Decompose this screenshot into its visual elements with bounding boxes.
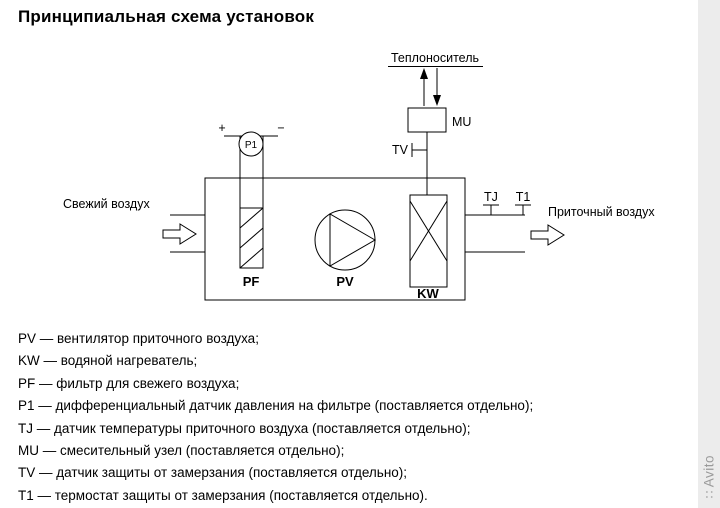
legend-item-kw: KW — водяной нагреватель; <box>18 353 198 369</box>
p1-minus-sign: − <box>277 121 284 135</box>
supply-air-label: Приточный воздух <box>548 205 655 219</box>
legend: PV — вентилятор приточного воздуха; KW —… <box>18 328 533 507</box>
legend-item-pf: PF — фильтр для свежего воздуха; <box>18 375 240 391</box>
fan-circle <box>314 209 376 271</box>
legend-item-mu: MU — смесительный узел (поставляется отд… <box>18 442 345 458</box>
p1-label: P1 <box>245 140 258 151</box>
filter-hatch-1 <box>239 207 264 229</box>
legend-item-pv: PV — вентилятор приточного воздуха; <box>18 331 259 346</box>
fan-triangle <box>329 213 376 267</box>
filter-hatch-3 <box>239 247 264 269</box>
pv-label: PV <box>336 274 354 289</box>
t1-label: T1 <box>516 190 531 204</box>
legend-item-tj: TJ — датчик температуры приточного возду… <box>18 420 471 436</box>
fresh-air-label: Свежий воздух <box>63 197 150 211</box>
page-title: Принципиальная схема установок <box>18 7 315 26</box>
tj-label: TJ <box>484 190 498 204</box>
legend-item-p1: P1 — дифференциальный датчик давления на… <box>18 398 534 414</box>
p1-gauge <box>238 131 264 157</box>
schematic-diagram: Теплоноситель MU TV Свежий воздух PF P1 … <box>63 51 655 301</box>
mu-label: MU <box>452 115 471 129</box>
kw-label: KW <box>417 286 439 301</box>
unit-enclosure <box>204 177 466 301</box>
mu-box <box>407 107 447 133</box>
avito-logo-icon: ∷ <box>702 489 717 498</box>
heater-box <box>409 194 448 288</box>
watermark-strip: ∷ Avito <box>698 0 720 508</box>
tv-label: TV <box>392 143 409 157</box>
inlet-arrow <box>162 223 197 245</box>
legend-item-t1: T1 — термостат защиты от замерзания (пос… <box>18 487 428 503</box>
avito-watermark-text: Avito <box>701 454 717 487</box>
pf-label: PF <box>243 274 260 289</box>
filter-hatch-2 <box>239 227 264 249</box>
avito-watermark: ∷ Avito <box>702 455 717 498</box>
outlet-arrow <box>530 224 565 246</box>
heat-carrier-label: Теплоноситель <box>391 51 479 65</box>
p1-plus-sign: + <box>218 121 225 135</box>
heater-diagonal-2 <box>409 200 448 262</box>
legend-item-tv: TV — датчик защиты от замерзания (постав… <box>18 465 408 481</box>
arrow-up-head <box>420 68 428 79</box>
arrow-down-head <box>433 95 441 106</box>
